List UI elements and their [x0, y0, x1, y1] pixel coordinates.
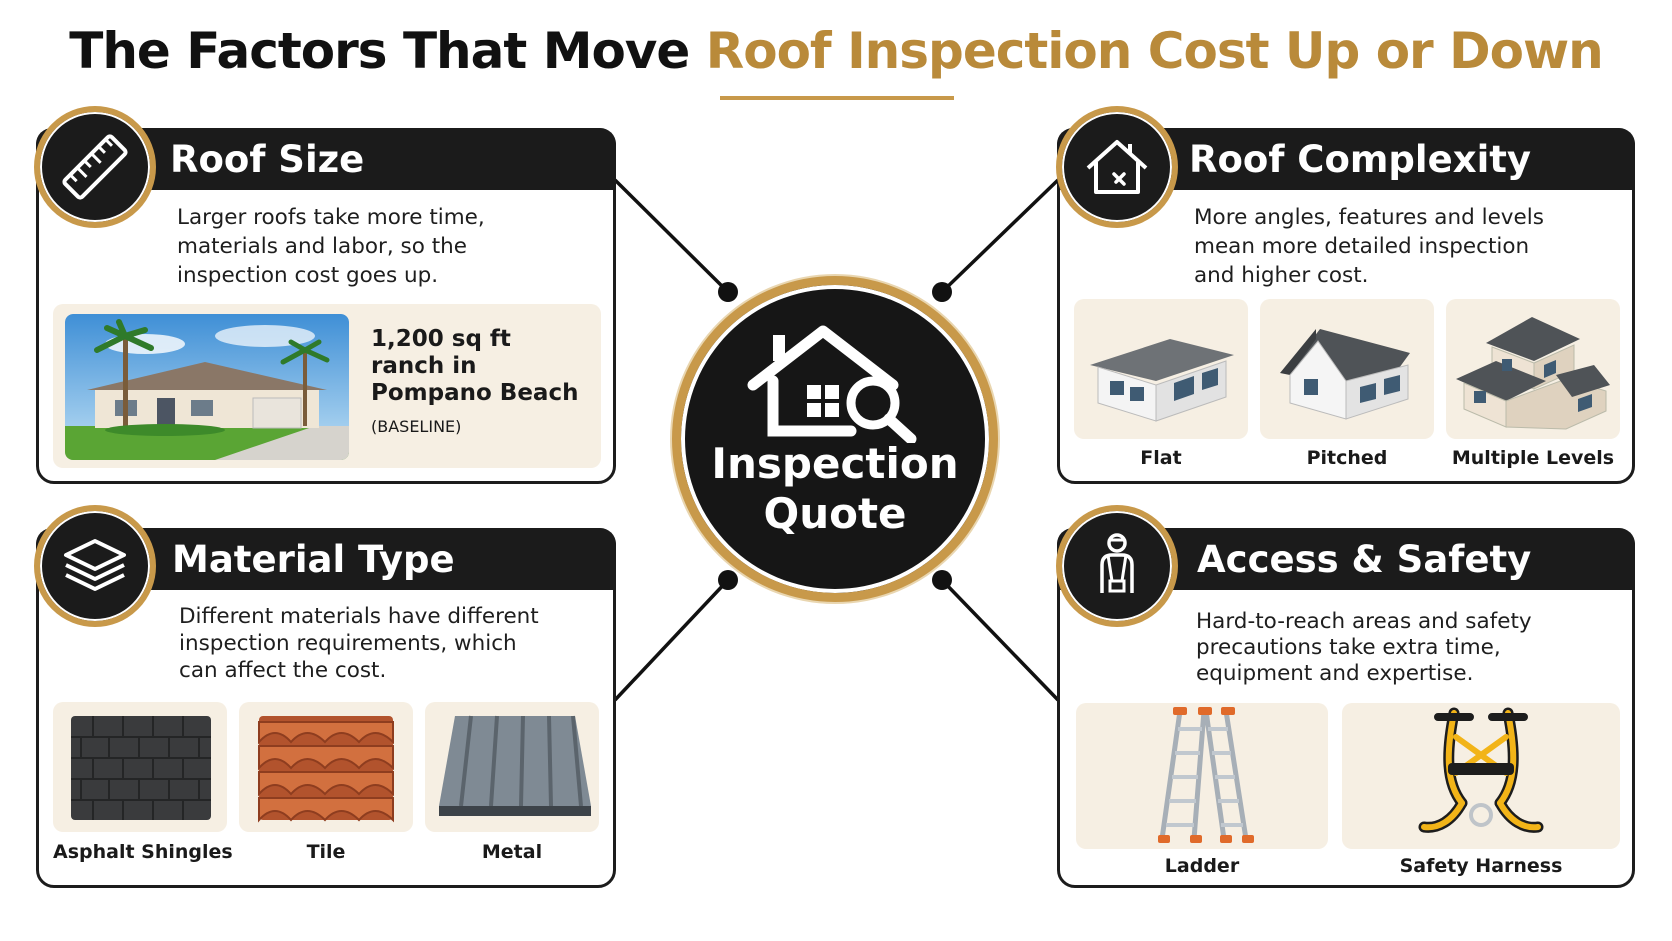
tile-label: Tile	[306, 841, 346, 863]
multi-level-house-image	[1456, 317, 1610, 430]
asphalt-shingles-image	[71, 716, 211, 820]
multiple-levels-tile	[1446, 299, 1620, 439]
tile-roof-tile	[239, 702, 413, 832]
connector-dot-top-right	[932, 282, 952, 302]
pitched-roof-house-image	[1280, 329, 1410, 420]
roof-complexity-badge	[1056, 106, 1178, 228]
worker-harness-icon	[1100, 533, 1134, 593]
flat-roof-tile	[1074, 299, 1248, 439]
house-magnifier-icon	[747, 325, 917, 443]
flat-roof-house-image	[1090, 339, 1234, 422]
connector-dot-bottom-left	[718, 570, 738, 590]
material-type-badge	[34, 505, 156, 627]
roof-size-card: Roof Size Larger roofs take more time, m…	[36, 128, 616, 484]
inspection-quote-hub: Inspection Quote	[672, 276, 998, 602]
asphalt-shingles-label: Asphalt Shingles	[53, 841, 233, 863]
safety-harness-label: Safety Harness	[1399, 855, 1563, 877]
material-type-card: Material Type Different materials have d…	[36, 528, 616, 888]
roof-complexity-card: Roof Complexity More angles, features an…	[1057, 128, 1635, 484]
ladder-label: Ladder	[1164, 855, 1240, 877]
safety-harness-tile	[1342, 703, 1620, 849]
ruler-icon	[62, 134, 128, 200]
metal-panel-image	[439, 715, 591, 816]
page-title: The Factors That Move Roof Inspection Co…	[0, 22, 1672, 80]
roof-size-example-panel: 1,200 sq ft ranch in Pompano Beach (BASE…	[53, 304, 601, 468]
house-outline-icon	[1086, 140, 1148, 194]
clay-tile-image	[258, 716, 394, 823]
safety-harness-image	[1418, 707, 1544, 833]
roof-complexity-title: Roof Complexity	[1189, 138, 1532, 181]
ladder-tile	[1076, 703, 1328, 849]
title-underline	[720, 96, 954, 100]
access-safety-badge	[1056, 505, 1178, 627]
connector-dot-top-left	[718, 282, 738, 302]
title-highlight: Roof Inspection Cost Up or Down	[705, 22, 1604, 80]
material-type-title: Material Type	[172, 538, 455, 581]
metal-label: Metal	[481, 841, 543, 863]
metal-roof-tile	[425, 702, 599, 832]
layers-icon	[64, 539, 126, 591]
access-safety-description: Hard-to-reach areas and safety precautio…	[1196, 609, 1532, 686]
multiple-levels-label: Multiple Levels	[1451, 447, 1615, 469]
pitched-label: Pitched	[1306, 447, 1388, 469]
connector-dot-bottom-right	[932, 570, 952, 590]
roof-size-example-text: 1,200 sq ft ranch in Pompano Beach (BASE…	[371, 326, 579, 436]
ranch-house-image	[65, 314, 349, 460]
inspection-quote-label: Inspection Quote	[711, 439, 959, 538]
ladder-image	[1158, 707, 1254, 843]
title-lead: The Factors That Move	[69, 22, 706, 80]
roof-size-description: Larger roofs take more time, materials a…	[177, 205, 485, 288]
access-safety-title: Access & Safety	[1197, 538, 1532, 581]
flat-label: Flat	[1140, 447, 1182, 469]
roof-complexity-description: More angles, features and levels mean mo…	[1194, 205, 1544, 288]
roof-size-title: Roof Size	[170, 138, 365, 181]
roof-size-badge	[34, 106, 156, 228]
material-type-description: Different materials have different inspe…	[179, 604, 539, 683]
pitched-roof-tile	[1260, 299, 1434, 439]
asphalt-shingles-tile	[53, 702, 227, 832]
